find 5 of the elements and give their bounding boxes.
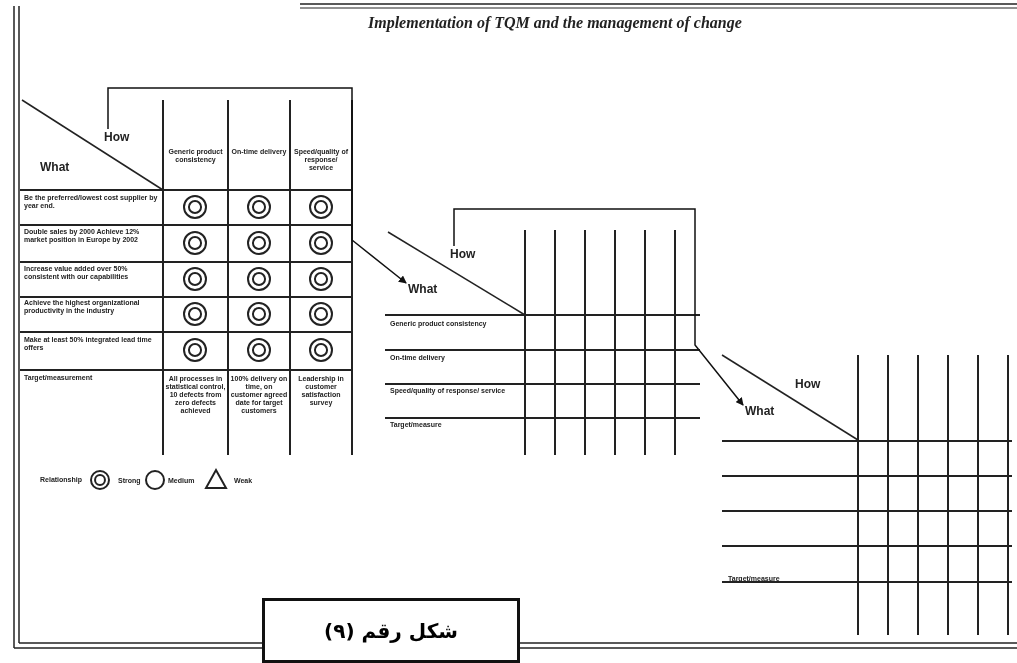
axis-label: What	[40, 160, 70, 174]
title: Implementation of TQM and the management of change	[368, 14, 742, 32]
axis-label: How	[795, 377, 821, 391]
arrow	[107, 87, 407, 284]
caption: شكل رقم (٩)	[262, 598, 520, 663]
